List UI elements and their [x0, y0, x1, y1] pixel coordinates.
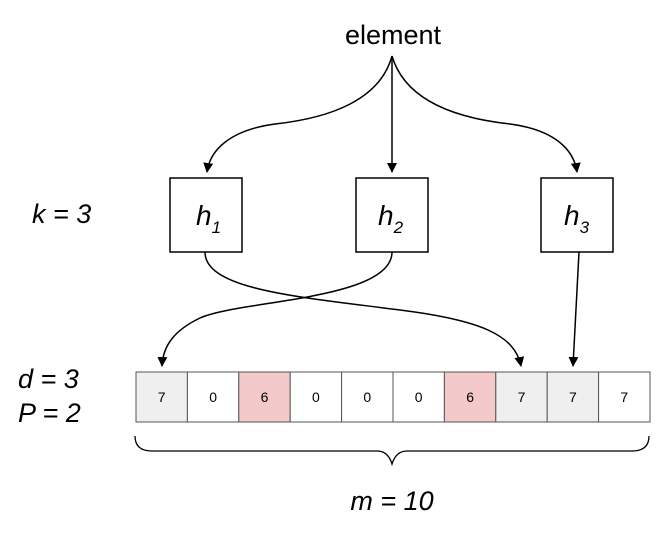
array-cell-value: 7 [518, 389, 526, 405]
array-cell-8: 7 [495, 371, 548, 423]
h2-subscript: 2 [393, 218, 404, 237]
p-label: P = 2 [18, 398, 81, 428]
array-cell-6: 0 [392, 371, 445, 423]
hash-function-h3: h3 [540, 177, 614, 253]
arrow-h3-to-cell-9 [568, 251, 580, 367]
element-label: element [345, 20, 442, 50]
h1-base: h [196, 200, 212, 231]
array-cell-3: 6 [238, 371, 291, 423]
array-cell-10: 7 [598, 371, 651, 423]
h3-base: h [564, 200, 580, 231]
arrow-h2-to-cell-1 [157, 251, 393, 367]
array-cell-box [238, 371, 291, 423]
array-cell-value: 6 [261, 389, 269, 405]
array-cell-7: 6 [443, 371, 497, 423]
h1-subscript: 1 [212, 218, 221, 237]
counter-array: 7 0 6 0 0 0 6 7 7 7 [135, 371, 651, 423]
k-label: k = 3 [32, 199, 91, 229]
array-cell-value: 7 [620, 389, 628, 405]
array-cell-value: 0 [312, 389, 320, 405]
hash-to-cell-arrows [157, 251, 580, 367]
hash-function-h1: h1 [169, 177, 243, 253]
svg-text:h2: h2 [378, 200, 404, 237]
array-cell-value: 6 [466, 389, 474, 405]
h2-base: h [378, 200, 394, 231]
array-cell-box [186, 371, 240, 423]
m-label: m = 10 [350, 486, 433, 516]
array-cell-box [598, 371, 651, 423]
array-cell-box [135, 371, 188, 423]
h3-subscript: 3 [580, 218, 590, 237]
array-cell-9: 7 [546, 371, 600, 423]
array-cell-value: 7 [158, 389, 166, 405]
array-brace [134, 435, 650, 467]
array-cell-box [392, 371, 445, 423]
svg-text:h1: h1 [196, 200, 221, 237]
array-cell-value: 0 [363, 389, 371, 405]
arrow-to-h3 [391, 55, 581, 173]
arrow-to-h1 [203, 55, 393, 173]
svg-text:h3: h3 [564, 200, 590, 237]
array-cell-4: 0 [289, 371, 343, 423]
element-to-hash-arrows [203, 55, 581, 173]
array-cell-1: 7 [135, 371, 188, 423]
array-cell-value: 0 [415, 389, 423, 405]
d-label: d = 3 [18, 364, 79, 394]
arrow-h1-to-cell-8 [204, 251, 525, 367]
array-cell-5: 0 [341, 371, 394, 423]
hash-function-h2: h2 [355, 177, 429, 253]
array-cell-value: 0 [209, 389, 217, 405]
array-cell-value: 7 [569, 389, 577, 405]
array-cell-2: 0 [186, 371, 240, 423]
array-cell-box [495, 371, 548, 423]
